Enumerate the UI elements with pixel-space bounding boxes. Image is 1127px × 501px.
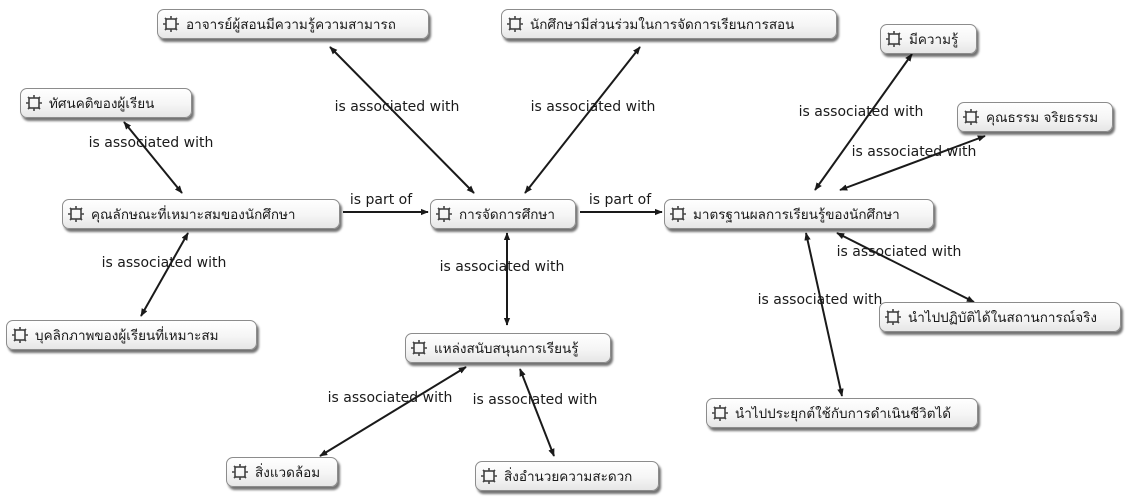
edge-label: is associated with (530, 99, 656, 115)
node-label: นำไปปฏิบัติได้ในสถานการณ์จริง (908, 310, 1098, 326)
concept-node[interactable]: การจัดการศึกษา (430, 199, 576, 229)
node-label: บุคลิกภาพของผู้เรียนที่เหมาะสม (35, 328, 219, 344)
concept-node[interactable]: นำไปประยุกต์ใช้กับการดำเนินชีวิตได้ (706, 398, 978, 428)
edge-label: is associated with (327, 390, 453, 406)
concept-node[interactable]: บุคลิกภาพของผู้เรียนที่เหมาะสม (6, 320, 257, 350)
concept-node[interactable]: คุณธรรม จริยธรรม (957, 102, 1113, 132)
concept-icon (411, 340, 427, 356)
node-label: อาจารย์ผู้สอนมีความรู้ความสามารถ (186, 17, 396, 33)
edge-n10-n14 (519, 368, 555, 457)
concept-node[interactable]: มาตรฐานผลการเรียนรู้ของนักศึกษา (664, 199, 934, 229)
node-label: มาตรฐานผลการเรียนรู้ของนักศึกษา (693, 207, 900, 223)
edge-n8-n3 (814, 53, 913, 191)
edge-label: is associated with (88, 135, 214, 151)
edge-label: is associated with (836, 244, 962, 260)
edge-n8-n5 (839, 135, 986, 191)
edge-label: is part of (588, 192, 652, 208)
concept-node[interactable]: สิ่งแวดล้อม (226, 457, 338, 487)
edge-n2-n7 (524, 46, 641, 194)
node-label: คุณธรรม จริยธรรม (986, 110, 1099, 126)
concept-node[interactable]: นำไปปฏิบัติได้ในสถานการณ์จริง (879, 302, 1121, 332)
edge-label: is associated with (472, 392, 598, 408)
node-label: คุณลักษณะที่เหมาะสมของนักศึกษา (91, 207, 296, 223)
node-label: สิ่งแวดล้อม (255, 465, 321, 481)
concept-node[interactable]: คุณลักษณะที่เหมาะสมของนักศึกษา (62, 199, 340, 229)
edge-n1-n7 (329, 46, 475, 194)
node-label: มีความรู้ (909, 32, 959, 48)
concept-icon (507, 16, 523, 32)
node-label: นักศึกษามีส่วนร่วมในการจัดการเรียนการสอน (530, 17, 795, 33)
concept-icon (712, 405, 728, 421)
concept-node[interactable]: มีความรู้ (880, 24, 977, 54)
concept-icon (68, 206, 84, 222)
edge-label: is associated with (439, 259, 565, 275)
edge-n4-n6 (123, 121, 183, 194)
concept-node[interactable]: แหล่งสนับสนุนการเรียนรู้ (405, 333, 611, 363)
concept-node[interactable]: ทัศนคติของผู้เรียน (20, 88, 192, 118)
concept-icon (26, 95, 42, 111)
concept-icon (163, 16, 179, 32)
edge-label: is associated with (334, 99, 460, 115)
node-label: การจัดการศึกษา (459, 207, 555, 223)
concept-icon (481, 468, 497, 484)
edge-label: is associated with (851, 144, 977, 160)
concept-node[interactable]: อาจารย์ผู้สอนมีความรู้ความสามารถ (157, 9, 429, 39)
concept-icon (886, 31, 902, 47)
edge-label: is associated with (101, 255, 227, 271)
node-label: นำไปประยุกต์ใช้กับการดำเนินชีวิตได้ (735, 406, 952, 422)
node-label: ทัศนคติของผู้เรียน (49, 96, 155, 112)
edge-label: is associated with (798, 104, 924, 120)
edge-n6-n9 (140, 232, 189, 317)
concept-icon (232, 464, 248, 480)
node-label: แหล่งสนับสนุนการเรียนรู้ (434, 341, 579, 357)
concept-icon (670, 206, 686, 222)
concept-icon (963, 109, 979, 125)
concept-node[interactable]: นักศึกษามีส่วนร่วมในการจัดการเรียนการสอน (501, 9, 837, 39)
edge-label: is associated with (757, 292, 883, 308)
concept-icon (436, 206, 452, 222)
edge-label: is part of (349, 192, 413, 208)
edge-n8-n11 (836, 232, 975, 303)
concept-icon (885, 309, 901, 325)
edge-n10-n13 (319, 366, 467, 457)
node-label: สิ่งอำนวยความสะดวก (504, 469, 633, 485)
concept-node[interactable]: สิ่งอำนวยความสะดวก (475, 461, 659, 491)
edge-n8-n12 (804, 232, 844, 397)
concept-icon (12, 327, 28, 343)
